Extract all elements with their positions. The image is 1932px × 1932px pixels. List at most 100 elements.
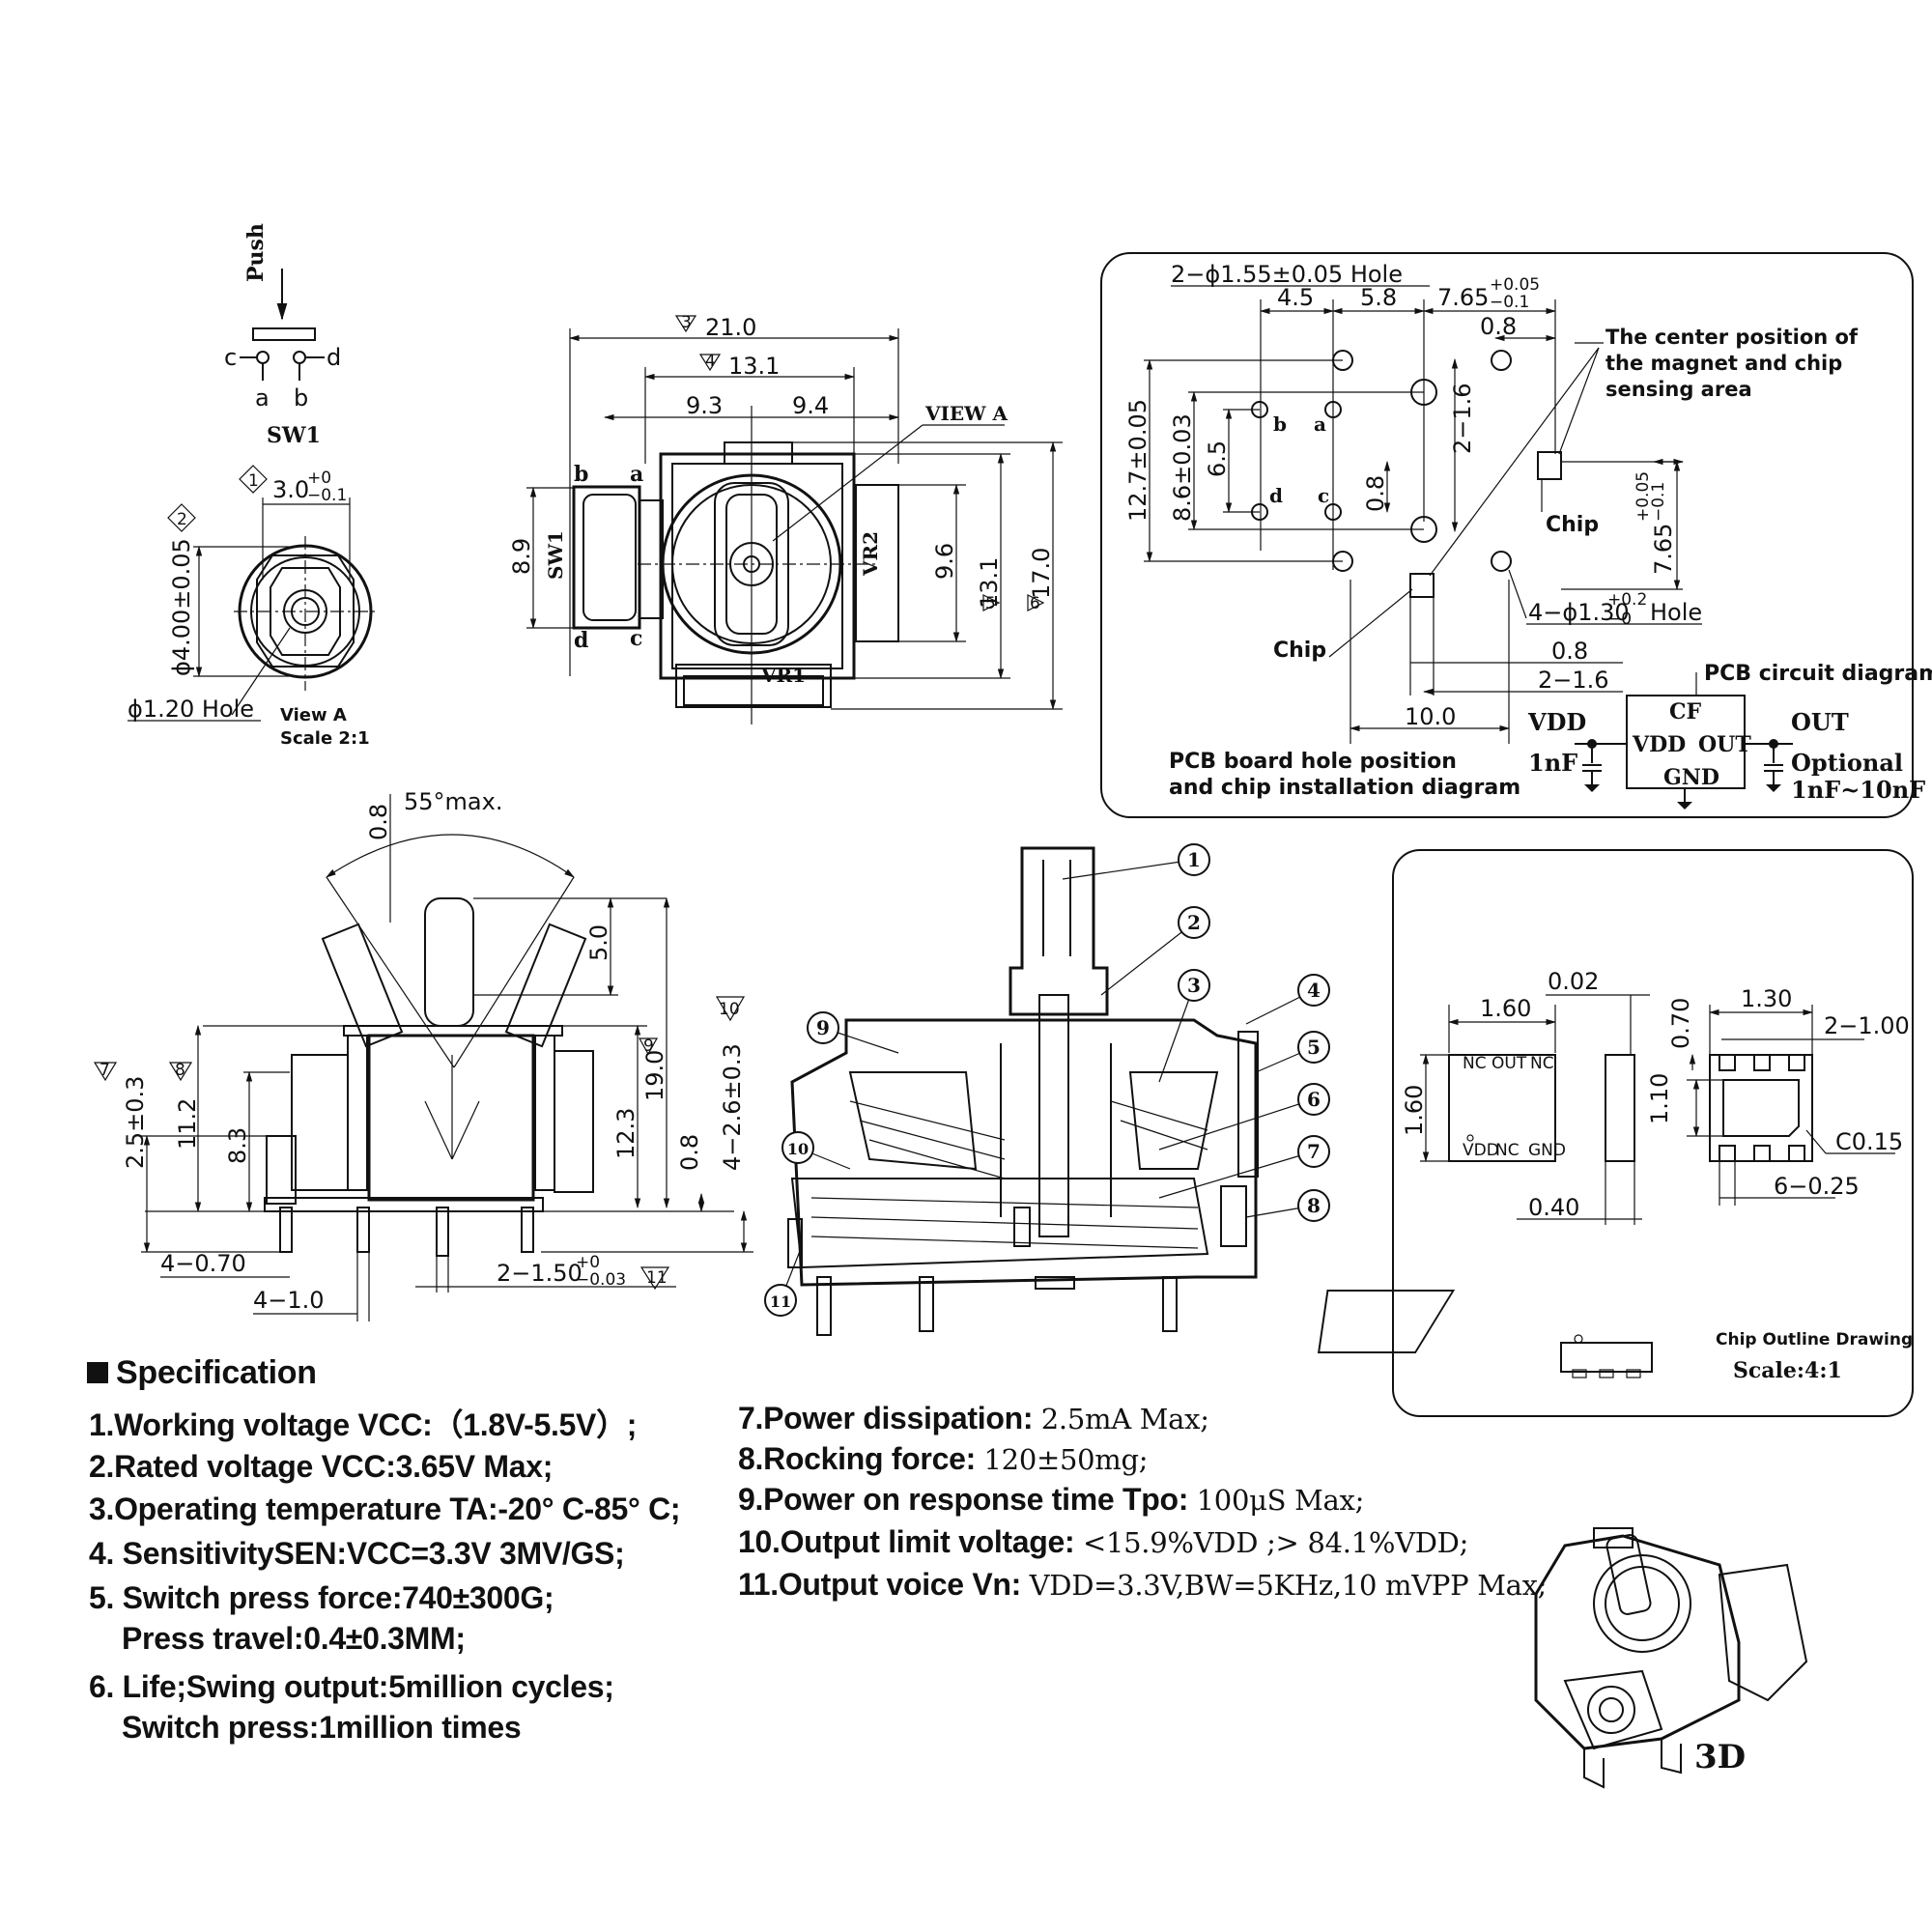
top-dim-17: 17.0 [1028,548,1055,599]
callout-circle [764,1284,797,1317]
callout-leader [1158,1098,1315,1151]
chip-dim-0-40: 0.40 [1528,1194,1579,1221]
spec-item-11-value: VDD=3.3V,BW=5KHz,10 mVPP Max; [1029,1569,1548,1602]
spec-item-7: 7.Power dissipation: 2.5mA Max; [738,1401,1209,1436]
callout-leader [1062,859,1195,880]
callout-circle [1178,906,1210,939]
pcb-tol-up: +0.05 [1490,275,1540,295]
chip-dim-6-0-25: 6−0.25 [1774,1173,1860,1200]
callout-10: 10 [787,1140,809,1158]
callout-circle [1297,974,1330,1007]
pcb-tol4-dn: −0 [1607,610,1632,629]
chip-dim-1-10: 1.10 [1646,1073,1673,1124]
view-a-width: 3.0 [272,476,309,503]
circuit-cap-left: 1nF [1528,749,1577,777]
callout-1: 1 [1187,848,1201,871]
side-dim-2-5: 2.5±0.3 [122,1076,149,1169]
spec-item-6b: Switch press:1million times [122,1710,522,1745]
spec-item-7-label: 7.Power dissipation: [738,1401,1034,1435]
pcb-circuit: PCB circuit diagram CF VDD OUT GND VDD 1… [1527,662,1932,810]
side-dim-4-0-70: 4−0.70 [160,1250,246,1277]
side-tag9: 9 [643,1037,654,1056]
chip-outline-title: Chip Outline Drawing [1716,1330,1913,1350]
pcb-panel: 2−ϕ1.55±0.05 Hole 4.5 5.8 7.65 +0.05 −0.… [1100,252,1914,818]
pcb-dim-12-7: 12.7±0.05 [1124,399,1151,522]
callout-circle [1297,1031,1330,1064]
spec-item-8-value: 120±50mg; [983,1443,1149,1476]
circuit-optional: Optional [1791,749,1903,777]
pcb-hole-2: 2−ϕ1.55±0.05 Hole [1171,261,1403,288]
sw1-label: SW1 [267,423,321,448]
view-a-tag2: 2 [177,510,187,529]
pcb-caption-1: PCB board hole position [1169,750,1457,774]
callout-circle [1297,1189,1330,1222]
spec-item-8: 8.Rocking force: 120±50mg; [738,1441,1149,1477]
top-sw1: SW1 [544,530,567,580]
callout-circle [807,1011,839,1044]
top-dim-13-1-v: 13.1 [976,557,1003,609]
callout-9: 9 [816,1016,830,1039]
spec-item-10-value: <15.9%VDD ;> 84.1%VDD; [1082,1526,1469,1559]
sw1-a: a [255,384,270,412]
side-tag7: 7 [99,1061,110,1080]
chip-panel: 1.60 NC OUT NC VDD NC GND 1.60 0.02 0.40… [1317,849,1914,1417]
circuit-out-pin: OUT [1698,732,1751,757]
side-dim-2-1-50: 2−1.50 [497,1260,582,1287]
view-a-tol-up: +0 [307,469,331,488]
spec-item-5: 5. Switch press force:740±300G; [89,1580,554,1615]
top-dim-9-6: 9.6 [931,543,958,580]
pcb-center-note-1: The center position of [1605,326,1859,349]
side-dim-5: 5.0 [585,924,612,961]
pcb-tol-dn: −0.1 [1490,293,1529,312]
side-tag11: 11 [646,1268,668,1288]
side-dim-0-8-b: 0.8 [676,1134,703,1171]
chip-vdd: VDD [1463,1141,1499,1160]
view-a-hole: ϕ1.20 Hole [128,696,254,723]
view-a-diameter: ϕ4.00±0.05 [168,538,195,676]
callout-7: 7 [1307,1140,1321,1163]
chip-scale: Scale:4:1 [1733,1358,1842,1383]
callout-3: 3 [1187,974,1201,997]
pcb-caption-2: and chip installation diagram [1169,776,1520,800]
pcb-tol-v-up: +0.05 [1634,471,1653,522]
side-dim-12-3: 12.3 [612,1108,639,1159]
spec-item-8-label: 8.Rocking force: [738,1441,976,1476]
pcb-hole-4-suffix: Hole [1650,599,1702,626]
pcb-chip-label-2: Chip [1273,639,1326,663]
spec-item-7-value: 2.5mA Max; [1040,1403,1209,1435]
pcb-dim-6-5: 6.5 [1204,440,1231,477]
top-dim-8-9: 8.9 [508,538,535,575]
side-dim-4-2-6: 4−2.6±0.3 [719,1043,746,1171]
spec-item-4: 4. SensitivitySEN:VCC=3.3V 3MV/GS; [89,1536,625,1571]
sw1-symbol: Push c d a b SW1 [224,223,341,448]
spec-item-10: 10.Output limit voltage: <15.9%VDD ;> 84… [738,1524,1468,1560]
pcb-dim-2-1-6-b: 2−1.6 [1538,667,1609,694]
pcb-c: c [1318,484,1329,507]
chip-dim-2-1-00: 2−1.00 [1824,1012,1910,1039]
pcb-hole-4: 4−ϕ1.30 [1528,599,1630,626]
top-dim-13-1: 13.1 [728,353,780,380]
sw1-b: b [294,384,308,412]
pcb-dim-0-8: 0.8 [1480,313,1517,340]
sw1-d: d [327,344,341,371]
side-view: 0.8 55°max. 5.0 12.3 19.0 9 0.8 [93,788,753,1321]
pcb-b: b [1273,412,1287,436]
chip-nc1: NC [1463,1054,1487,1073]
pcb-dim-5-8: 5.8 [1360,284,1397,311]
view-a-scale: Scale 2:1 [280,728,370,749]
top-dim-21: 21.0 [705,314,756,341]
callout-4: 4 [1307,979,1321,1002]
callout-5: 5 [1307,1036,1321,1059]
top-view-a-label: VIEW A [924,402,1009,425]
callout-circle [781,1131,814,1164]
spec-item-9-label: 9.Power on response time Tpo: [738,1482,1189,1517]
pcb-tol-v-dn: −0.1 [1649,482,1668,522]
callout-circle [1297,1135,1330,1168]
callout-6: 6 [1307,1088,1321,1111]
chip-nc2: NC [1530,1054,1554,1073]
spec-item-5b: Press travel:0.4±0.3MM; [122,1621,466,1656]
callout-circle [1297,1083,1330,1116]
top-b: b [574,462,588,487]
view-a: 1 3.0 +0 −0.1 2 ϕ4.00±0.05 ϕ1.20 Hole Vi… [128,465,379,749]
